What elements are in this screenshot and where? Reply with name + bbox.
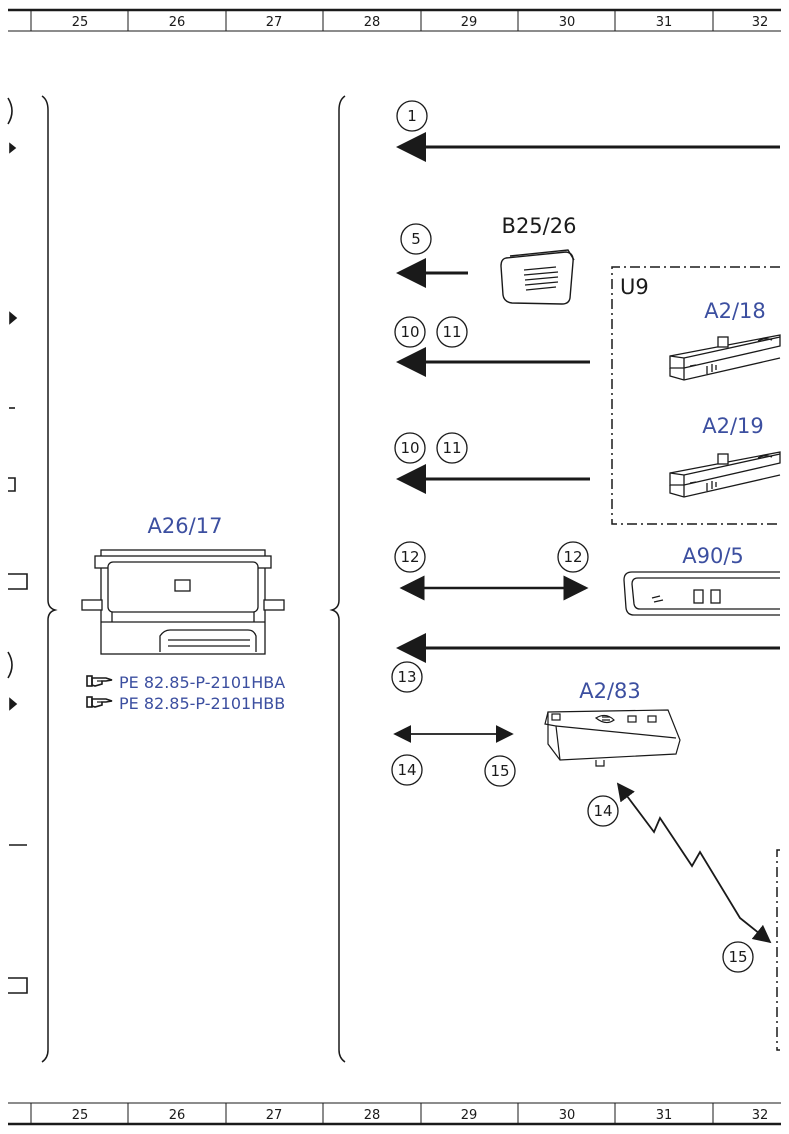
reference-link-hba[interactable]: PE 82.85-P-2101HBA (119, 673, 285, 692)
ruler-col-label: 26 (169, 15, 186, 30)
ruler-col-label: 25 (72, 1108, 89, 1123)
reference-hand-icon (86, 696, 113, 708)
ruler-col-label: 29 (461, 1108, 478, 1123)
bottom-ruler: 25 26 27 28 29 30 31 32 (8, 1102, 781, 1126)
ruler-col-label: 25 (72, 15, 89, 30)
signal-10-11-upper: 10 11 (394, 316, 590, 377)
left-brace (41, 95, 58, 1063)
callout-number: 10 (400, 439, 419, 457)
callout-number: 1 (407, 107, 417, 125)
u9-group-boundary (611, 266, 780, 525)
callout-number: 11 (442, 323, 461, 341)
module-a2-83-drawing (544, 709, 681, 767)
callout-number: 11 (442, 439, 461, 457)
callout-number: 12 (563, 548, 582, 566)
module-a90-5-drawing (623, 571, 780, 616)
ruler-col-label: 29 (461, 15, 478, 30)
antenna-a2-19-drawing (669, 451, 781, 498)
right-brace (329, 95, 346, 1063)
component-label-a2-83: A2/83 (579, 679, 641, 703)
callout-number: 5 (411, 230, 421, 248)
control-unit-a26-17-drawing (81, 549, 285, 655)
external-group-boundary (776, 849, 780, 1051)
antenna-a2-18-drawing (669, 334, 781, 381)
ruler-col-label: 32 (752, 15, 769, 30)
left-edge-fragments (7, 97, 28, 994)
ruler-col-label: 30 (559, 1108, 576, 1123)
ruler-col-label: 30 (559, 15, 576, 30)
ruler-col-label: 27 (266, 1108, 283, 1123)
signal-12: 12 12 (394, 541, 589, 601)
ruler-col-label: 31 (656, 15, 673, 30)
reference-hand-icon (86, 675, 113, 687)
ruler-col-label: 28 (364, 1108, 381, 1123)
signal-14-15: 14 15 (391, 725, 516, 787)
top-ruler: 25 26 27 28 29 30 31 32 (8, 8, 781, 32)
callout-number: 14 (593, 802, 612, 820)
signal-5: 5 (396, 223, 468, 288)
component-label-a90-5: A90/5 (682, 544, 744, 568)
callout-number: 15 (490, 762, 509, 780)
callout-number: 10 (400, 323, 419, 341)
ruler-col-label: 28 (364, 15, 381, 30)
callout-number: 15 (728, 948, 747, 966)
sensor-b25-26-drawing (500, 249, 575, 305)
radio-link-zigzag: 14 15 (587, 782, 772, 973)
signal-13: 13 (391, 633, 780, 693)
ruler-col-label: 31 (656, 1108, 673, 1123)
ruler-col-label: 27 (266, 15, 283, 30)
callout-number: 14 (397, 761, 416, 779)
group-label-u9: U9 (620, 275, 649, 299)
ruler-col-label: 26 (169, 1108, 186, 1123)
ruler-col-label: 32 (752, 1108, 769, 1123)
component-label-a2-19: A2/19 (702, 414, 764, 438)
reference-link-hbb[interactable]: PE 82.85-P-2101HBB (119, 694, 285, 713)
signal-1: 1 (396, 100, 780, 162)
callout-number: 13 (397, 668, 416, 686)
signal-10-11-lower: 10 11 (394, 432, 590, 494)
component-label-b25-26: B25/26 (502, 214, 577, 238)
component-label-a26-17: A26/17 (148, 514, 223, 538)
callout-number: 12 (400, 548, 419, 566)
component-label-a2-18: A2/18 (704, 299, 766, 323)
